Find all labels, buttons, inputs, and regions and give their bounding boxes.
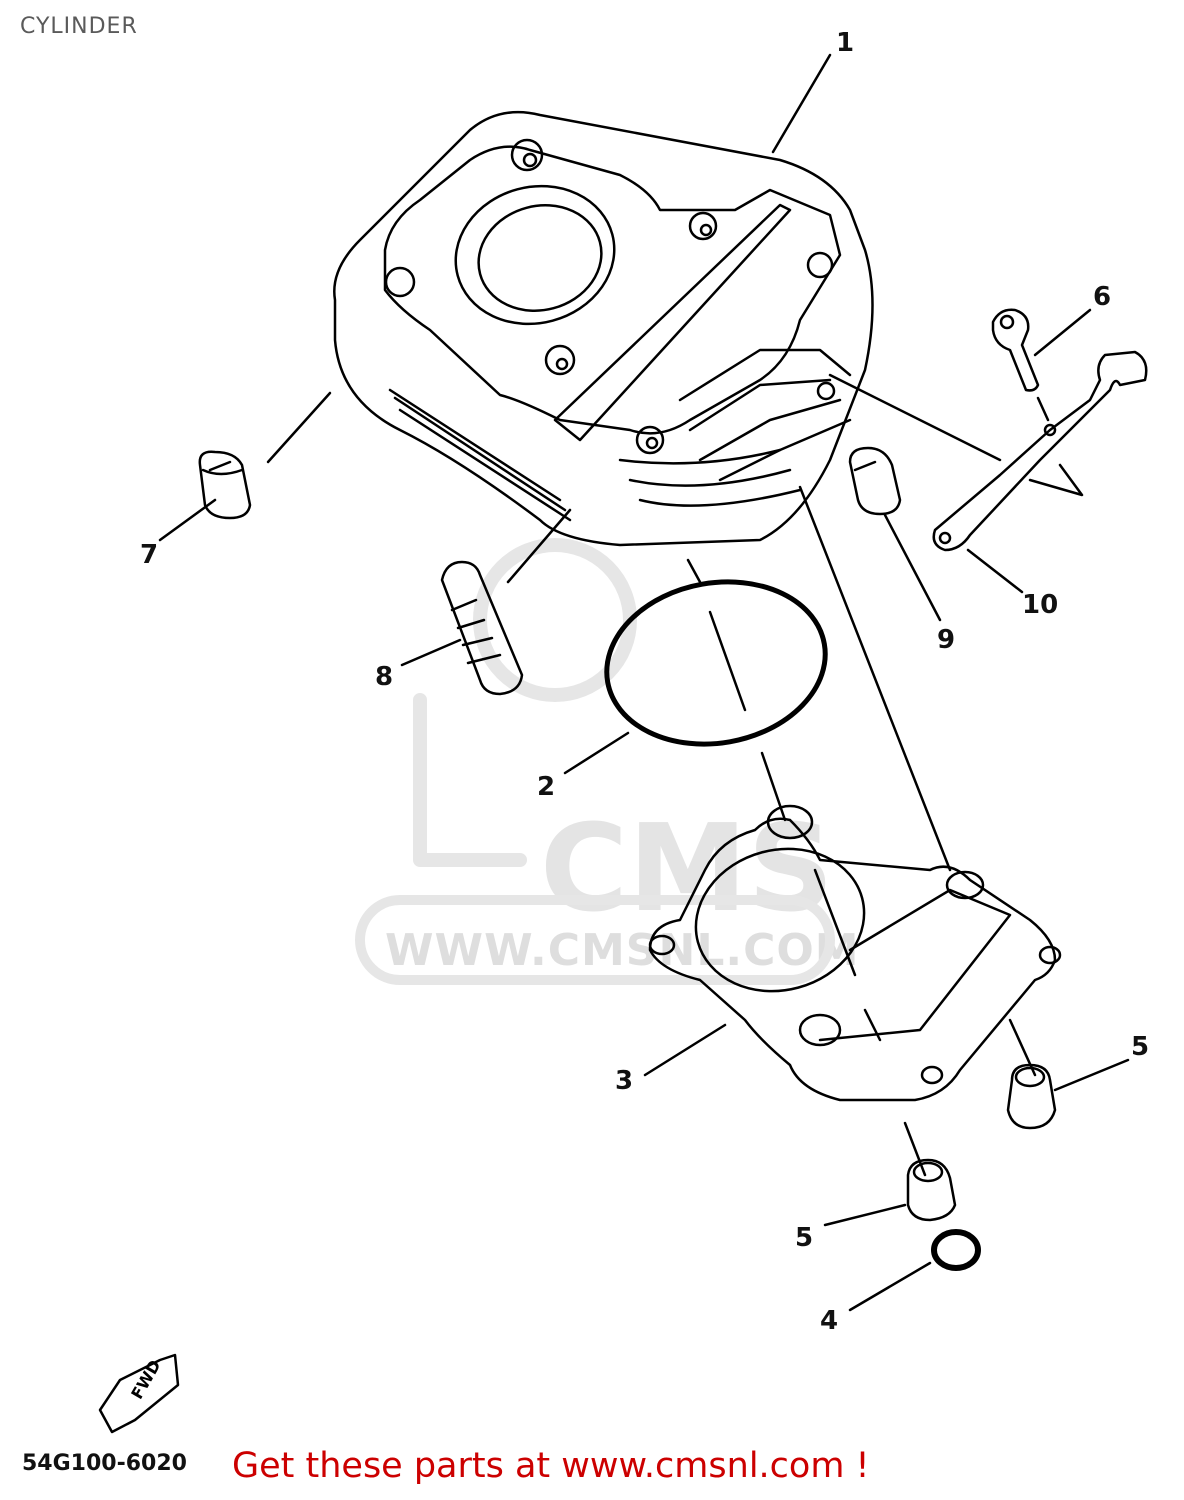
page-title: CYLINDER (20, 14, 138, 39)
cylinder-part[interactable] (333, 110, 874, 547)
axis-bracket (828, 373, 1002, 462)
leader-1 (771, 53, 832, 154)
callout-5a[interactable]: 5 (1131, 1032, 1150, 1062)
callout-9[interactable]: 9 (937, 625, 956, 655)
leader-6 (1033, 308, 1092, 357)
fwd-arrow-icon (98, 1353, 180, 1434)
gasket-part-3[interactable] (648, 804, 1062, 1102)
watermark-mascot (355, 538, 835, 985)
axis-2 (686, 558, 787, 822)
leader-3 (643, 1023, 727, 1077)
bolt-part-6[interactable] (991, 308, 1040, 392)
callout-6[interactable]: 6 (1093, 282, 1112, 312)
dowel-part-5b[interactable] (906, 1158, 957, 1222)
callout-8[interactable]: 8 (375, 662, 394, 692)
bracket-part-10[interactable] (932, 350, 1148, 552)
o-ring-part-4[interactable] (931, 1229, 981, 1271)
leader-8 (400, 638, 462, 667)
o-ring-part-2[interactable] (594, 565, 838, 761)
promo-link[interactable]: Get these parts at www.cmsnl.com ! (232, 1446, 870, 1486)
axis-gasket (813, 868, 882, 1042)
axis-bolt (1036, 396, 1050, 422)
leader-4 (848, 1261, 932, 1312)
leader-7 (158, 498, 217, 542)
callout-10[interactable]: 10 (1022, 590, 1059, 620)
pin-part-8[interactable] (440, 560, 524, 696)
leader-5a (1053, 1058, 1130, 1092)
axis-main (798, 485, 952, 872)
dowel-part-5a[interactable] (1006, 1063, 1057, 1130)
watermark-url: WWW.CMSNL.COM (385, 925, 860, 976)
axis-dowel-b (903, 1121, 927, 1177)
callout-1[interactable]: 1 (836, 28, 855, 58)
callout-3[interactable]: 3 (615, 1066, 634, 1096)
plug-part-7[interactable] (198, 450, 252, 520)
leader-10 (966, 548, 1024, 594)
axis-7 (266, 391, 332, 464)
diagram-code: 54G100-6020 (22, 1451, 187, 1476)
callout-2[interactable]: 2 (537, 772, 556, 802)
leader-5b (823, 1203, 907, 1227)
leader-2 (563, 731, 630, 775)
axis-8 (506, 508, 572, 584)
callout-5b[interactable]: 5 (795, 1223, 814, 1253)
watermark-logo: CMS (540, 800, 834, 939)
callout-7[interactable]: 7 (140, 540, 159, 570)
plug-part-9[interactable] (848, 446, 902, 516)
leader-9 (883, 513, 942, 622)
callout-4[interactable]: 4 (820, 1306, 839, 1336)
